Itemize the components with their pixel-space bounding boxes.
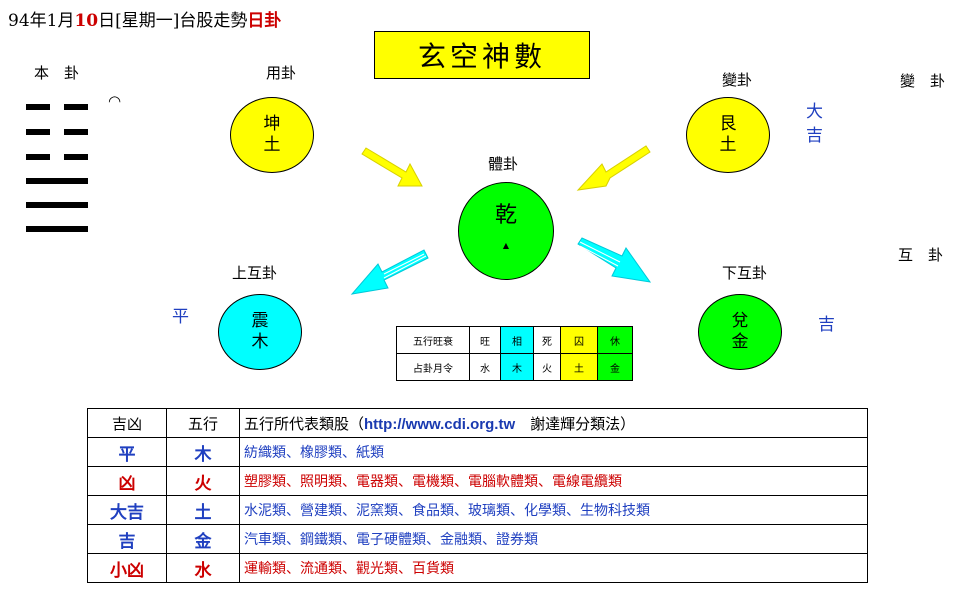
table-cell: 相	[500, 326, 534, 354]
header-fortune: 吉凶	[87, 408, 167, 438]
hexagram-line-solid	[26, 202, 88, 208]
hexagram-line-broken	[64, 104, 88, 110]
wuxing-strength-table: 五行旺衰 旺 相 死 囚 休 占卦月令 水 木 火 土 金	[396, 326, 633, 381]
table-cell: 木	[500, 353, 534, 381]
shang-hu-gua-element: 木	[251, 332, 269, 352]
table-cell: 土	[560, 353, 598, 381]
shang-hu-gua-label: 上互卦	[232, 264, 278, 282]
sector-table-header: 吉凶 五行 五行所代表類股（http://www.cdi.org.tw 謝達輝分…	[87, 408, 868, 438]
bian-gua-fortune: 大 吉	[806, 102, 823, 146]
table-row: 吉 金 汽車類、鋼鐵類、電子硬體類、金融類、證券類	[87, 524, 868, 554]
sectors-cell: 汽車類、鋼鐵類、電子硬體類、金融類、證券類	[239, 524, 868, 554]
page-title: 玄空神數	[374, 31, 590, 79]
arrow-ti-to-xia-hu	[577, 237, 652, 283]
yong-gua-label: 用卦	[266, 64, 297, 82]
hu-gua-right-label: 互 卦	[898, 246, 944, 264]
bian-gua-right-label: 變 卦	[900, 72, 946, 90]
moving-line-mark: ◠	[108, 92, 122, 110]
shang-hu-gua-fortune: 平	[172, 307, 189, 327]
hexagram-line-broken	[26, 129, 50, 135]
table-row: 凶 火 塑膠類、照明類、電器類、電機類、電腦軟體類、電線電纜類	[87, 466, 868, 496]
hexagram-line-broken	[64, 129, 88, 135]
bian-gua-name: 艮	[719, 114, 737, 134]
sectors-cell: 水泥類、營建類、泥窯類、食品類、玻璃類、化學類、生物科技類	[239, 495, 868, 525]
wuxing-month-row: 占卦月令 水 木 火 土 金	[396, 353, 633, 381]
element-cell: 水	[166, 553, 240, 583]
table-cell: 休	[597, 326, 633, 354]
yong-gua-name: 坤	[263, 114, 281, 134]
table-cell: 囚	[560, 326, 598, 354]
header-sectors: 五行所代表類股（http://www.cdi.org.tw 謝達輝分類法）	[239, 408, 868, 438]
bian-gua-element: 土	[719, 135, 737, 155]
fortune-cell: 吉	[87, 524, 167, 554]
sectors-cell: 塑膠類、照明類、電器類、電機類、電腦軟體類、電線電纜類	[239, 466, 868, 496]
header-sectors-suffix: 謝達輝分類法）	[515, 414, 636, 433]
arrow-bian-to-ti	[576, 145, 651, 191]
element-cell: 土	[166, 495, 240, 525]
table-row: 小凶 水 運輸類、流通類、觀光類、百貨類	[87, 553, 868, 583]
xia-hu-gua-element: 金	[731, 332, 749, 352]
cdi-link[interactable]: http://www.cdi.org.tw	[364, 415, 516, 433]
xia-hu-gua-name: 兌	[731, 311, 749, 331]
xia-hu-gua-fortune: 吉	[818, 315, 835, 335]
table-cell: 水	[469, 353, 501, 381]
yong-gua-element: 土	[263, 135, 281, 155]
element-cell: 木	[166, 437, 240, 467]
xia-hu-gua-label: 下互卦	[722, 264, 768, 282]
table-cell: 金	[597, 353, 633, 381]
hexagram-line-broken	[26, 104, 50, 110]
fortune-cell: 大吉	[87, 495, 167, 525]
yong-gua-circle: 坤 土	[230, 97, 314, 173]
ti-gua-name: 乾	[494, 203, 517, 228]
ben-gua-label: 本 卦	[34, 64, 80, 82]
table-cell: 死	[533, 326, 561, 354]
fortune-cell: 小凶	[87, 553, 167, 583]
table-row: 平 木 紡織類、橡膠類、紙類	[87, 437, 868, 467]
hexagram	[26, 100, 88, 240]
hexagram-line-broken	[64, 154, 88, 160]
hexagram-line-solid	[26, 226, 88, 232]
shang-hu-gua-circle: 震 木	[218, 294, 302, 370]
table-cell: 五行旺衰	[396, 326, 470, 354]
header-sectors-prefix: 五行所代表類股（	[244, 414, 365, 433]
ti-gua-circle: 乾 ▲	[458, 182, 554, 280]
date-line: 94年1月10日[星期一]台股走勢日卦	[8, 6, 281, 31]
hexagram-line-solid	[26, 178, 88, 184]
xia-hu-gua-circle: 兌 金	[698, 294, 782, 370]
arrow-ti-to-shang-hu	[350, 249, 429, 295]
element-cell: 金	[166, 524, 240, 554]
table-row: 大吉 土 水泥類、營建類、泥窯類、食品類、玻璃類、化學類、生物科技類	[87, 495, 868, 525]
sectors-cell: 紡織類、橡膠類、紙類	[239, 437, 868, 467]
bian-gua-label: 變卦	[722, 71, 753, 89]
header-element: 五行	[166, 408, 240, 438]
date-mid: 日[星期一]台股走勢	[98, 11, 248, 31]
table-cell: 占卦月令	[396, 353, 470, 381]
element-cell: 火	[166, 466, 240, 496]
fortune-cell: 平	[87, 437, 167, 467]
arrow-yong-to-ti	[361, 147, 423, 187]
sectors-cell: 運輸類、流通類、觀光類、百貨類	[239, 553, 868, 583]
date-day: 10	[74, 11, 99, 31]
date-prefix: 94年1月	[8, 11, 75, 31]
date-suffix: 日卦	[247, 11, 282, 31]
wuxing-strength-row: 五行旺衰 旺 相 死 囚 休	[396, 326, 633, 354]
sector-table: 吉凶 五行 五行所代表類股（http://www.cdi.org.tw 謝達輝分…	[87, 408, 868, 583]
bian-gua-circle: 艮 土	[686, 97, 770, 173]
hexagram-line-broken	[26, 154, 50, 160]
fortune-cell: 凶	[87, 466, 167, 496]
ti-gua-label: 體卦	[488, 155, 519, 173]
ti-gua-mark: ▲	[502, 241, 510, 250]
table-cell: 火	[533, 353, 561, 381]
shang-hu-gua-name: 震	[251, 311, 269, 331]
table-cell: 旺	[469, 326, 501, 354]
